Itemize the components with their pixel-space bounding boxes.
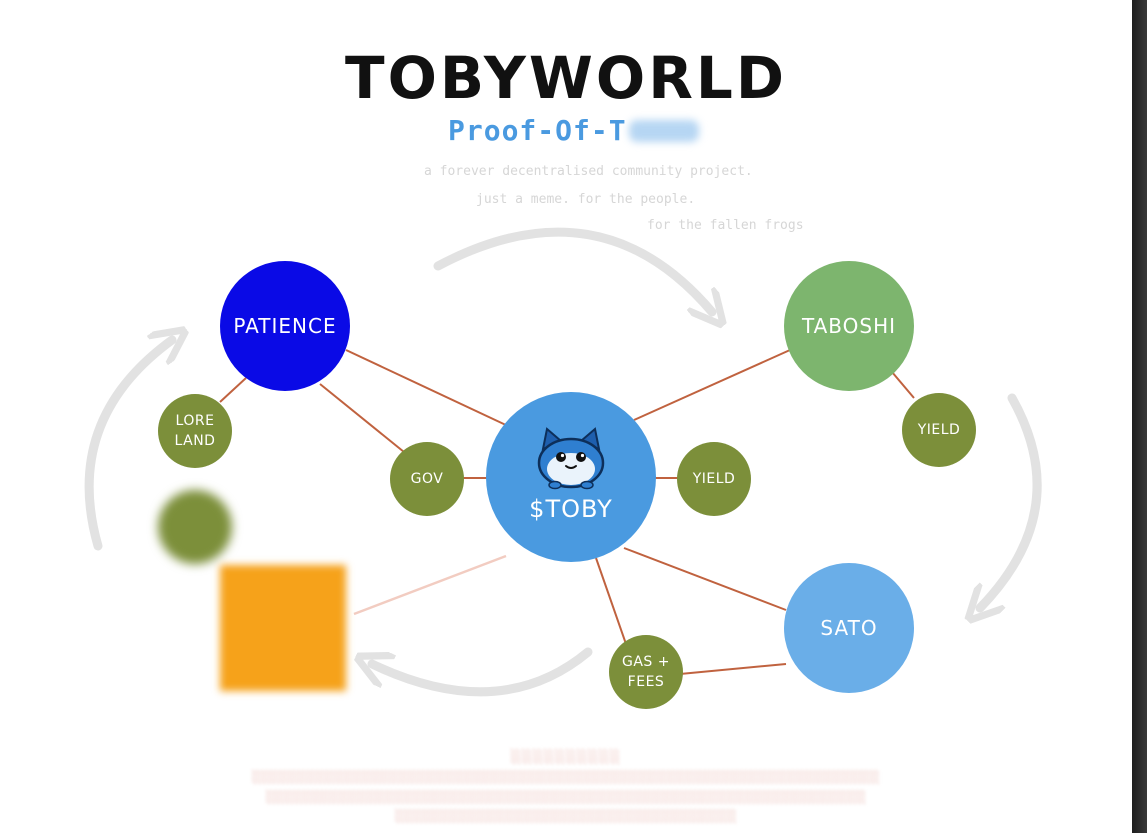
- node-lore-land-line-1: LORE: [175, 413, 215, 429]
- edge-group: [219, 349, 915, 675]
- edge-taboshi-yield: [891, 371, 915, 399]
- node-taboshi-label: TABOSHI: [801, 314, 897, 338]
- node-toby: $TOBY: [486, 392, 656, 562]
- tagline-2: just a meme. for the people.: [476, 192, 696, 207]
- blurred-orange-box: [220, 565, 346, 691]
- toby-cat-icon: [537, 427, 605, 490]
- edge-patience-gov: [319, 383, 405, 453]
- subtitle-redaction: [628, 120, 699, 142]
- page-title: TOBYWORLD: [345, 44, 787, 112]
- page-subtitle: Proof-Of-T: [448, 114, 699, 147]
- flow-arrow-right: [980, 393, 1042, 608]
- node-gas-fees-label: GAS + FEES: [622, 652, 670, 692]
- node-taboshi: TABOSHI: [784, 261, 914, 391]
- node-yield-center: YIELD: [677, 442, 751, 516]
- node-yield-right-label: YIELD: [917, 422, 961, 438]
- node-patience: PATIENCE: [220, 261, 350, 391]
- node-lore-land: LORE LAND: [158, 394, 232, 468]
- blurred-description-line-1: ░░░░░░░░░░░░░░░░░░░░░░░░░░░░░░░░░░░░░░░░…: [252, 770, 880, 784]
- edge-gas-sato: [679, 663, 787, 675]
- flow-arrow-top: [433, 227, 712, 312]
- node-sato: SATO: [784, 563, 914, 693]
- node-lore-land-label: LORE LAND: [175, 411, 216, 451]
- node-yield-right: YIELD: [902, 393, 976, 467]
- edge-patience-lore: [219, 377, 247, 403]
- tagline-1: a forever decentralised community projec…: [424, 164, 753, 179]
- node-lore-land-line-2: LAND: [174, 433, 216, 449]
- blurred-description-title: ░░░░░░░░░░: [511, 750, 621, 765]
- node-gas-fees: GAS + FEES: [609, 635, 683, 709]
- subtitle-text: Proof-Of-T: [448, 114, 627, 147]
- node-gov: GOV: [390, 442, 464, 516]
- node-gov-label: GOV: [410, 471, 444, 487]
- edge-toby-sato: [623, 547, 787, 611]
- node-sato-label: SATO: [820, 616, 878, 640]
- node-yield-center-label: YIELD: [692, 471, 736, 487]
- edge-toby-orange: [353, 554, 507, 616]
- edge-toby-gas: [595, 557, 627, 645]
- node-patience-label: PATIENCE: [233, 314, 337, 338]
- edge-patience-toby: [345, 349, 509, 427]
- node-gas-fees-line-2: FEES: [627, 674, 665, 690]
- node-gas-fees-line-1: GAS +: [622, 654, 670, 670]
- window-edge: [1132, 0, 1147, 833]
- blurred-description-line-2: ░░░░░░░░░░░░░░░░░░░░░░░░░░░░░░░░░░░░░░░░…: [266, 790, 866, 804]
- edge-toby-taboshi: [633, 349, 791, 421]
- flow-arrow-bottom: [372, 647, 593, 697]
- node-blurred-left: [158, 490, 232, 564]
- blurred-description-line-3: ░░░░░░░░░░░░░░░░░░░░░░░░░░░░░░░░░░░░░: [395, 809, 737, 823]
- node-toby-label: $TOBY: [529, 495, 613, 523]
- flow-arrow-left: [84, 340, 172, 551]
- tagline-3: for the fallen frogs: [647, 218, 804, 233]
